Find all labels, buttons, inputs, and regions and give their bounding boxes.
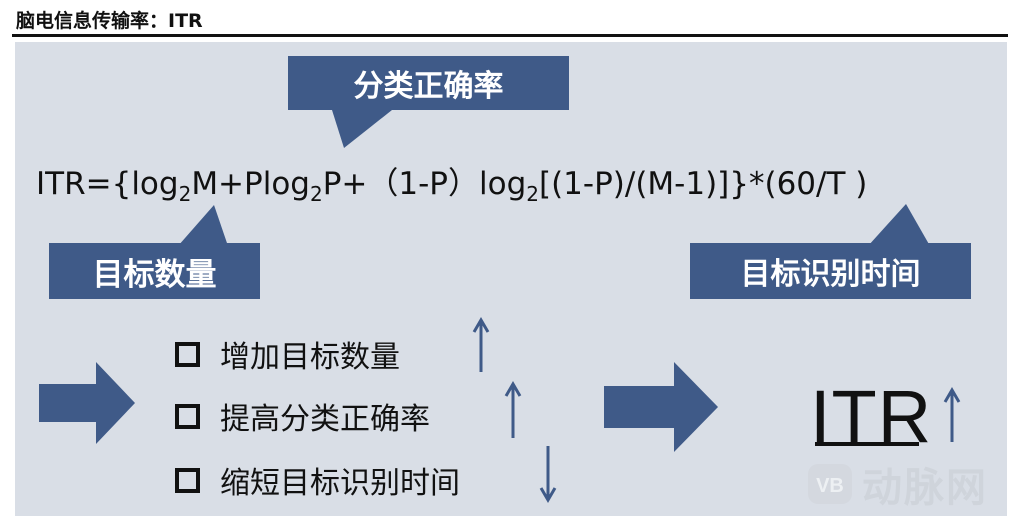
recognition-time-callout-pointer xyxy=(868,204,930,246)
target-count-callout-label: 目标数量 xyxy=(92,256,217,293)
right-arrow-icon xyxy=(604,362,718,452)
accuracy-callout-pointer xyxy=(332,110,392,148)
recognition-time-callout: 目标识别时间 xyxy=(690,243,971,299)
trend-up-arrow-icon-2 xyxy=(504,381,522,438)
list-item-improve-accuracy: 提高分类正确率 xyxy=(175,394,430,438)
itr-result-label: ITR xyxy=(810,375,933,458)
list-item-increase-targets: 增加目标数量 xyxy=(175,332,400,376)
checkbox-icon xyxy=(175,341,200,367)
target-count-callout: 目标数量 xyxy=(49,243,260,299)
checkbox-icon xyxy=(175,467,200,493)
trend-up-arrow-icon-1 xyxy=(472,317,490,372)
list-item-shorten-time: 缩短目标识别时间 xyxy=(175,458,460,502)
list-item-label: 缩短目标识别时间 xyxy=(220,466,460,501)
accuracy-callout: 分类正确率 xyxy=(288,56,569,110)
checkbox-icon xyxy=(175,403,200,429)
title-divider xyxy=(12,34,1008,37)
formula-part-4: [(1-P)/(M-1)]}*(60/T ) xyxy=(538,166,868,202)
formula-part-3: P+（1-P）log xyxy=(322,166,527,202)
watermark: VB 动脉网 xyxy=(806,455,988,513)
itr-formula: ITR={log2M+Plog2P+（1-P）log2[(1-P)/(M-1)]… xyxy=(36,158,868,206)
formula-sub-2: 2 xyxy=(309,182,323,206)
formula-sub-1: 2 xyxy=(178,182,192,206)
left-arrow-icon xyxy=(39,362,135,444)
list-item-label: 提高分类正确率 xyxy=(220,402,430,437)
trend-down-arrow-icon xyxy=(539,446,557,503)
list-item-label: 增加目标数量 xyxy=(220,340,400,375)
page-title: 脑电信息传输率：ITR xyxy=(16,10,203,32)
itr-result-underline xyxy=(815,442,919,446)
watermark-text: 动脉网 xyxy=(862,465,988,511)
formula-sub-3: 2 xyxy=(526,182,539,206)
target-count-callout-pointer xyxy=(178,205,228,246)
watermark-logo-text: VB xyxy=(816,475,844,497)
recognition-time-callout-label: 目标识别时间 xyxy=(740,257,921,292)
accuracy-callout-label: 分类正确率 xyxy=(353,69,504,104)
formula-part-1: ITR={log xyxy=(36,166,179,202)
watermark-logo-icon: VB xyxy=(808,464,852,504)
result-up-arrow-icon xyxy=(943,387,961,442)
formula-part-2: M+Plog xyxy=(191,166,310,202)
